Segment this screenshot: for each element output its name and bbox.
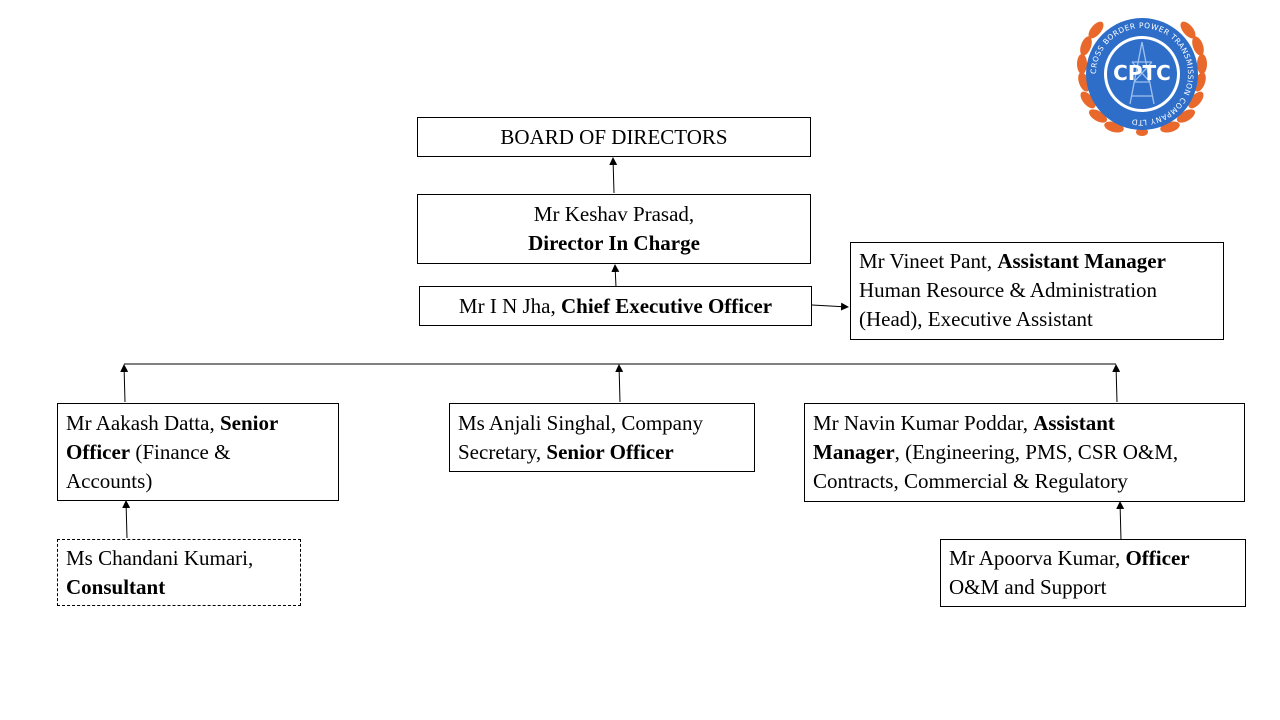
logo-text: CPTC	[1113, 61, 1171, 85]
finance-name: Mr Aakash Datta,	[66, 411, 220, 435]
engineering-dept-a: , (Engineering, PMS, CSR O&M,	[894, 440, 1179, 464]
director-title: Director In Charge	[528, 231, 700, 255]
om-officer-title: Officer	[1125, 546, 1190, 570]
om-officer-box: Mr Apoorva Kumar, Officer O&M and Suppor…	[940, 539, 1246, 607]
company-secretary-box: Ms Anjali Singhal, Company Secretary, Se…	[449, 403, 755, 472]
consultant-box: Ms Chandani Kumari, Consultant	[57, 539, 301, 606]
om-officer-dept: O&M and Support	[949, 575, 1107, 599]
arrow-officer-to-engineering	[1116, 501, 1125, 541]
assistant-hr-title: Assistant Manager	[997, 249, 1166, 273]
arrow-director-to-board	[609, 157, 618, 194]
arrow-engineering-to-bus	[1112, 364, 1121, 403]
assistant-hr-name: Mr Vineet Pant,	[859, 249, 998, 273]
finance-dept-a: (Finance &	[130, 440, 231, 464]
engineering-title-a: Assistant	[1033, 411, 1115, 435]
board-label: BOARD OF DIRECTORS	[500, 125, 728, 149]
company-logo: CPTC CROSS BORDER POWER TRANSMISSION COM…	[1077, 18, 1207, 136]
consultant-name: Ms Chandani Kumari,	[66, 546, 254, 570]
ceo-box: Mr I N Jha, Chief Executive Officer	[419, 286, 812, 326]
director-name: Mr Keshav Prasad,	[533, 202, 695, 226]
engineering-title-b: Manager	[813, 440, 895, 464]
arrow-ceo-to-director	[611, 264, 620, 288]
arrow-finance-to-bus	[120, 364, 129, 403]
secretary-name: Ms Anjali Singhal, Company	[458, 411, 704, 435]
finance-title-b: Officer	[66, 440, 131, 464]
ceo-title: Chief Executive Officer	[560, 294, 773, 318]
om-officer-name: Mr Apoorva Kumar,	[949, 546, 1126, 570]
engineering-manager-box: Mr Navin Kumar Poddar, Assistant Manager…	[804, 403, 1245, 502]
finance-dept-b: Accounts)	[66, 469, 153, 493]
board-of-directors-box: BOARD OF DIRECTORS	[417, 117, 811, 157]
arrow-ceo-to-assistant	[811, 302, 849, 311]
assistant-hr-dept: Human Resource & Administration	[859, 278, 1158, 302]
consultant-title: Consultant	[66, 575, 166, 599]
assistant-manager-hr-box: Mr Vineet Pant, Assistant Manager Human …	[850, 242, 1224, 340]
secretary-role: Secretary,	[458, 440, 547, 464]
director-box: Mr Keshav Prasad, Director In Charge	[417, 194, 811, 264]
engineering-name: Mr Navin Kumar Poddar,	[813, 411, 1034, 435]
ceo-name: Mr I N Jha,	[458, 294, 561, 318]
engineering-dept-b: Contracts, Commercial & Regulatory	[813, 469, 1128, 493]
arrow-secretary-to-bus	[615, 364, 624, 403]
finance-title-a: Senior	[219, 411, 279, 435]
arrow-consultant-to-finance	[122, 500, 131, 539]
assistant-hr-role: (Head), Executive Assistant	[859, 307, 1093, 331]
secretary-title: Senior Officer	[546, 440, 674, 464]
finance-officer-box: Mr Aakash Datta, Senior Officer (Finance…	[57, 403, 339, 501]
